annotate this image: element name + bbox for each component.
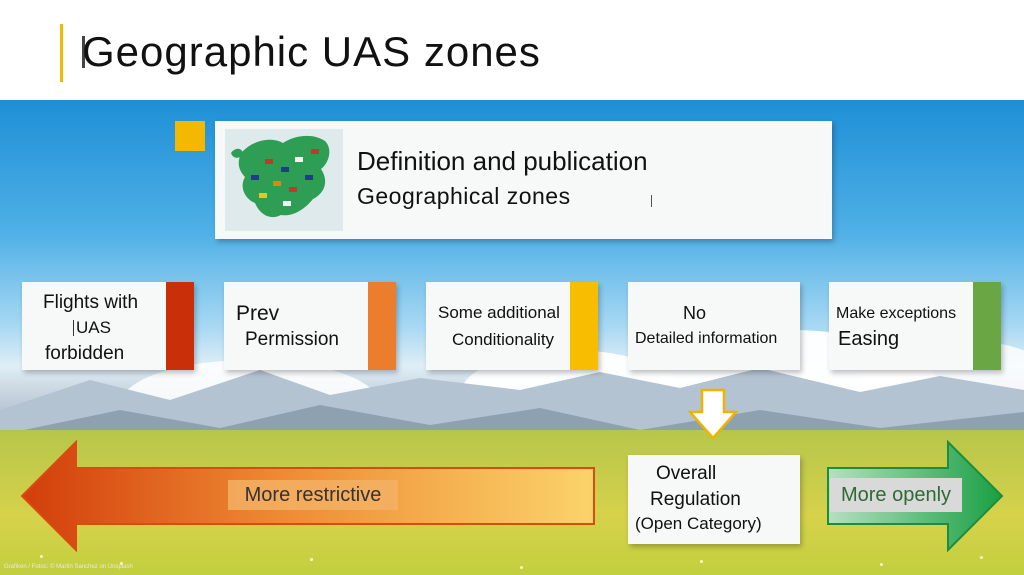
overall-line-1: Overall: [656, 463, 717, 484]
down-arrow-icon: [688, 388, 738, 440]
overall-line-3: (Open Category): [635, 514, 762, 533]
text-cursor-mark: [73, 320, 74, 336]
zone-color-stripe: [368, 282, 396, 370]
zone-label: Some additional: [438, 303, 560, 322]
more-openly-label: More openly: [830, 478, 962, 512]
zone-label: forbidden: [45, 343, 125, 364]
zone-label: No: [683, 303, 707, 323]
zone-card-forbidden: Flights with UAS forbidden: [22, 282, 194, 370]
zone-card-conditionality: Some additional Conditionality: [426, 282, 598, 370]
zone-label: Flights with: [43, 292, 139, 313]
overall-line-2: Regulation: [650, 489, 741, 510]
europe-map-icon: [225, 129, 343, 231]
definition-card: Definition and publication Geographical …: [215, 121, 832, 239]
zone-card-permission: Prev Permission: [224, 282, 396, 370]
zone-color-stripe: [166, 282, 194, 370]
flower: [520, 566, 523, 569]
accent-square: [175, 121, 205, 151]
flower: [40, 555, 43, 558]
text-cursor-mark: [82, 36, 85, 68]
flower: [700, 560, 703, 563]
zone-card-no-detail: No Detailed information: [628, 282, 800, 370]
slide-title: Geographic UAS zones: [82, 28, 541, 75]
zone-label: Easing: [838, 328, 900, 350]
flower: [310, 558, 313, 561]
zone-label: Detailed information: [635, 330, 778, 347]
title-accent-bar: [60, 24, 63, 82]
zone-label: Prev: [236, 302, 280, 325]
definition-title: Definition and publication: [357, 146, 648, 176]
zone-card-easing: Make exceptions Easing: [829, 282, 1001, 370]
overall-regulation-card: Overall Regulation (Open Category): [628, 455, 800, 544]
flower: [980, 556, 983, 559]
zone-color-stripe: [570, 282, 598, 370]
zone-label: UAS: [76, 318, 111, 337]
definition-subtitle: Geographical zones: [357, 183, 571, 209]
photo-credit: Grafiken / Fotos: © Martin Sanchez on Un…: [4, 564, 133, 570]
zone-color-stripe: [973, 282, 1001, 370]
flower: [880, 563, 883, 566]
zone-label: Conditionality: [452, 330, 555, 349]
zone-label: Permission: [245, 329, 339, 350]
flower: [120, 562, 123, 565]
text-cursor-mark: [651, 195, 652, 207]
more-restrictive-label: More restrictive: [228, 480, 398, 510]
title-bar: Geographic UAS zones: [0, 0, 1024, 100]
zone-label: Make exceptions: [836, 305, 957, 322]
